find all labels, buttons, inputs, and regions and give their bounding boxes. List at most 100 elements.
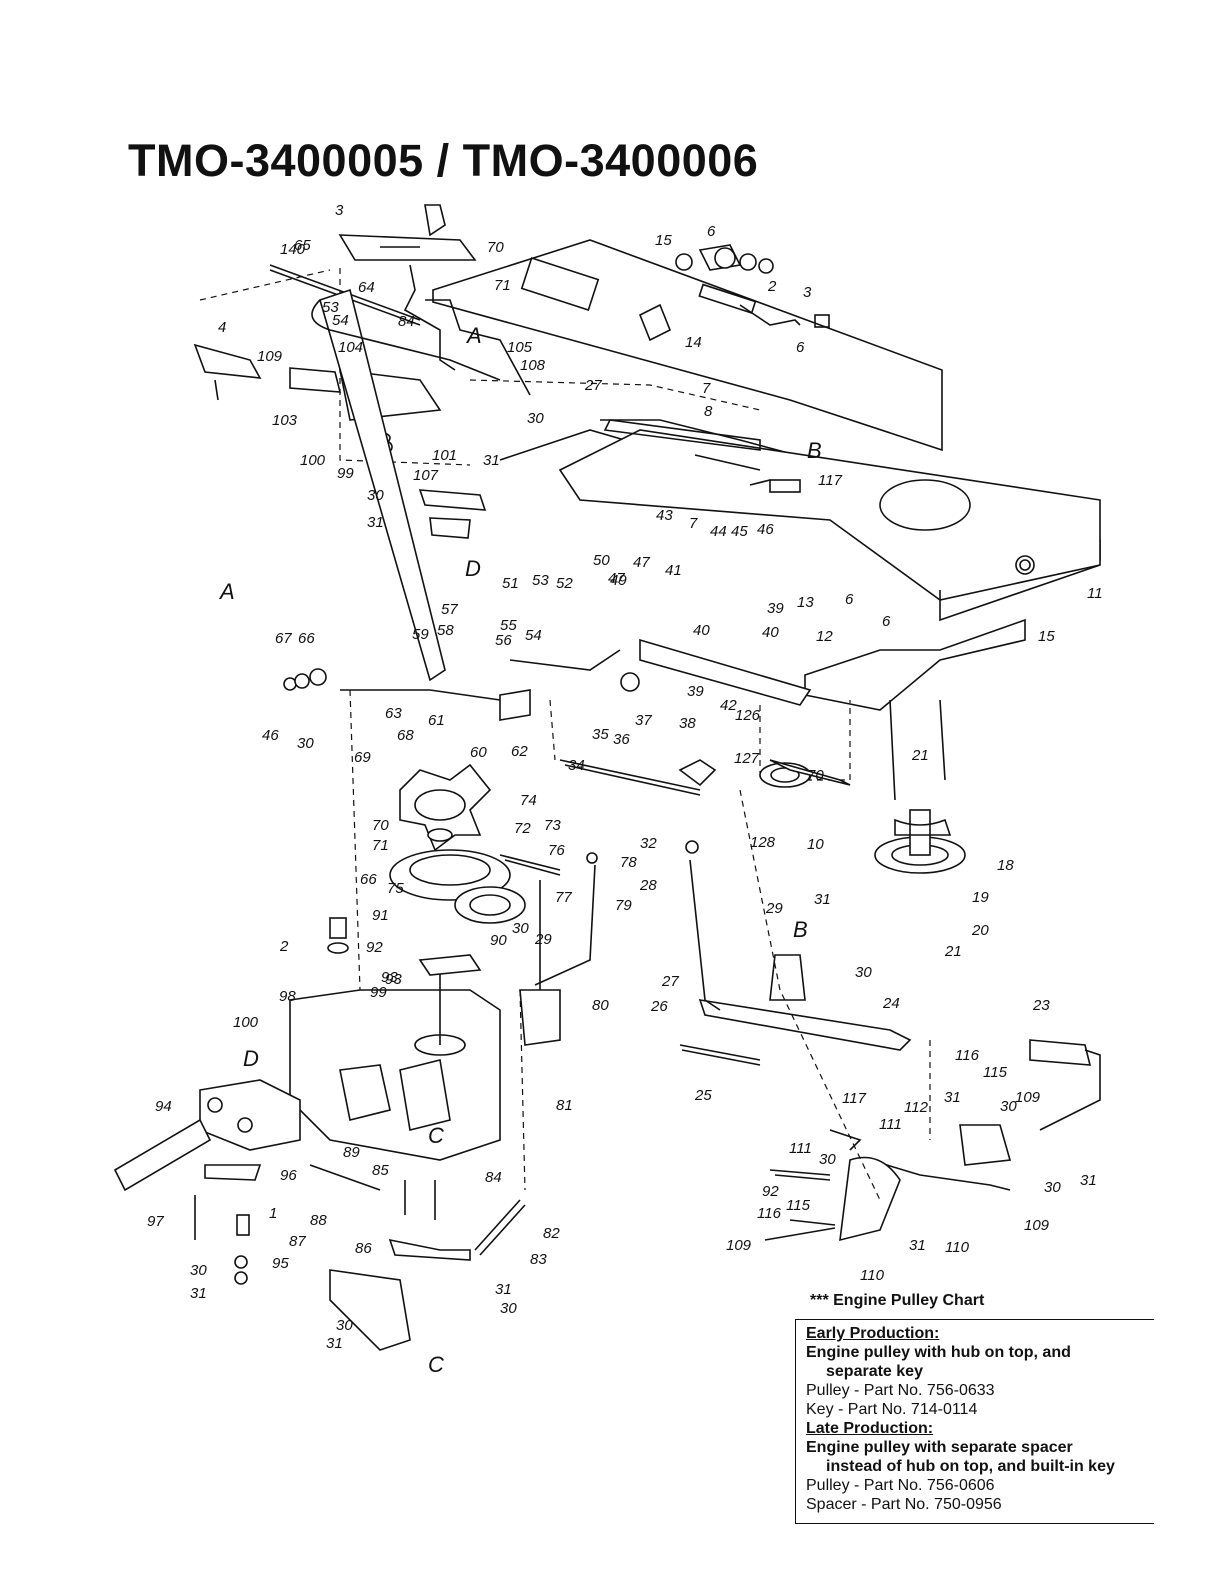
callout: 67 xyxy=(275,630,292,647)
callout: 30 xyxy=(527,410,544,427)
callout: 40 xyxy=(762,624,779,641)
callout: 50 xyxy=(593,552,610,569)
callout: 29 xyxy=(765,900,783,917)
ref-letter-d: D xyxy=(243,1046,259,1071)
callout: 11 xyxy=(1087,585,1103,602)
callout: 26 xyxy=(650,998,668,1015)
late-pulley-part: Pulley - Part No. 756-0606 xyxy=(806,1477,995,1494)
reference-letters: A B D A B D C C xyxy=(218,323,822,1377)
callout: 127 xyxy=(734,750,760,767)
callout: 54 xyxy=(525,627,542,644)
callout: 70 xyxy=(372,817,389,834)
callout: 28 xyxy=(639,877,657,894)
callout: 103 xyxy=(272,412,298,429)
callout: 30 xyxy=(336,1317,353,1334)
callout: 51 xyxy=(502,575,519,592)
callout: 35 xyxy=(592,726,609,743)
callout: 111 xyxy=(789,1140,812,1157)
callout: 117 xyxy=(842,1090,867,1107)
callout: 55 xyxy=(500,617,517,634)
callout: 110 xyxy=(860,1267,885,1284)
callout: 53 xyxy=(532,572,549,589)
callout: 86 xyxy=(355,1240,372,1257)
ref-letter-a: A xyxy=(218,579,235,604)
late-spacer-part: Spacer - Part No. 750-0956 xyxy=(806,1496,1002,1513)
callout: 47 xyxy=(608,570,625,587)
callout: 42 xyxy=(720,697,737,714)
callout: 128 xyxy=(750,834,776,851)
callout: 99 xyxy=(337,465,354,482)
callout: 80 xyxy=(592,997,609,1014)
callout: 6 xyxy=(882,613,891,630)
callout: 54 xyxy=(332,312,349,329)
callout: 49 xyxy=(610,572,627,589)
callout: 19 xyxy=(972,889,989,906)
callout: 99 xyxy=(370,984,387,1001)
callout: 77 xyxy=(555,889,572,906)
callout-labels: 3 140 70 71 53 54 84 4 104 105 109 108 2… xyxy=(147,202,1103,1352)
callout: 46 xyxy=(757,521,774,538)
callout: 52 xyxy=(556,575,573,592)
callout: 30 xyxy=(855,964,872,981)
callout: 75 xyxy=(387,880,404,897)
callout: 82 xyxy=(543,1225,560,1242)
callout: 31 xyxy=(483,452,500,469)
callout: 58 xyxy=(437,622,454,639)
callout: 31 xyxy=(190,1285,207,1302)
callout: 73 xyxy=(544,817,561,834)
callout: 40 xyxy=(693,622,710,639)
callout: 15 xyxy=(655,232,672,249)
callout: 14 xyxy=(685,334,702,351)
callout: 57 xyxy=(441,601,458,618)
callout: 53 xyxy=(322,299,339,316)
late-production-description-cont: instead of hub on top, and built-in key xyxy=(826,1458,1115,1475)
callout: 38 xyxy=(679,715,696,732)
callout: 39 xyxy=(687,683,704,700)
callout: 66 xyxy=(360,871,377,888)
callout: 85 xyxy=(372,1162,389,1179)
callout: 31 xyxy=(944,1089,961,1106)
callout: 62 xyxy=(511,743,528,760)
callout: 94 xyxy=(155,1098,172,1115)
clutch-linkage xyxy=(269,244,851,796)
callout: 104 xyxy=(338,339,363,356)
pulley-chart-table: Early Production: Engine pulley with hub… xyxy=(795,1319,1154,1524)
callout: 13 xyxy=(797,594,814,611)
callout: 109 xyxy=(1024,1217,1050,1234)
callout: 44 xyxy=(710,523,727,540)
callout: 7 xyxy=(702,380,711,397)
callout: 116 xyxy=(757,1205,782,1222)
callout: 93 xyxy=(385,971,402,988)
ref-letter-b: B xyxy=(793,917,808,942)
callout: 32 xyxy=(640,835,657,852)
callout: 84 xyxy=(398,313,415,330)
page-title: TMO-3400005 / TMO-3400006 xyxy=(128,135,759,186)
callout: 117 xyxy=(818,472,843,489)
callout: 87 xyxy=(289,1233,306,1250)
callout: 72 xyxy=(514,820,531,837)
callout: 115 xyxy=(983,1064,1008,1081)
callout: 78 xyxy=(620,854,637,871)
callout: 56 xyxy=(495,632,512,649)
callout: 101 xyxy=(432,447,457,464)
callout: 6 xyxy=(796,339,805,356)
callout: 69 xyxy=(354,749,371,766)
callout: 30 xyxy=(500,1300,517,1317)
callout: 91 xyxy=(372,907,389,924)
callout: 90 xyxy=(490,932,507,949)
callout: 29 xyxy=(534,931,552,948)
callout: 31 xyxy=(367,514,384,531)
late-production-heading: Late Production: xyxy=(806,1420,934,1437)
callout: 18 xyxy=(997,857,1014,874)
callout: 109 xyxy=(1015,1089,1041,1106)
early-production-heading: Early Production: xyxy=(806,1325,940,1342)
callout: 30 xyxy=(819,1151,836,1168)
callout: 97 xyxy=(147,1213,164,1230)
callout: 7 xyxy=(689,515,698,532)
callout: 30 xyxy=(190,1262,207,1279)
callout: 109 xyxy=(726,1237,752,1254)
callout: 31 xyxy=(495,1281,512,1298)
callout: 100 xyxy=(300,452,326,469)
callout: 39 xyxy=(767,600,784,617)
callout: 59 xyxy=(412,626,429,643)
